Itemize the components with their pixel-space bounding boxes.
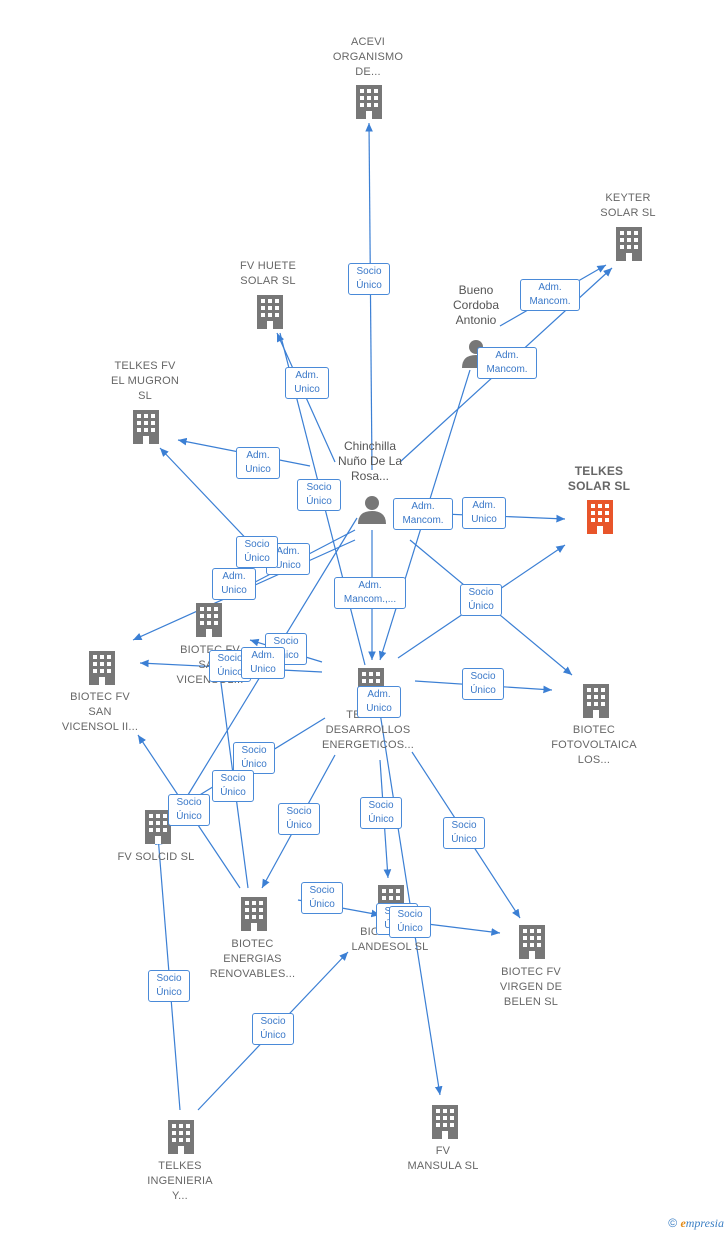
edge-label-adm-mancom[interactable]: Adm.Mancom. [520, 279, 580, 311]
building-icon [89, 651, 115, 685]
node-biotec-virgen[interactable]: BIOTEC FV VIRGEN DE BELEN SL [499, 966, 563, 1008]
node-acevi[interactable]: ACEVI ORGANISMO DE... [332, 36, 404, 78]
building-icon [616, 227, 642, 261]
edge-label-adm-mancom-trunc[interactable]: Adm.Mancom.,... [334, 577, 406, 609]
edge-label-adm-unico[interactable]: Adm.Unico [212, 568, 256, 600]
building-icon [583, 684, 609, 718]
edge-label-adm-unico[interactable]: Adm.Unico [357, 686, 401, 718]
building-icon-focus [587, 500, 613, 534]
building-icon [196, 603, 222, 637]
edge-desarrollos-mansula [377, 699, 443, 1096]
node-biotec-fotovoltaica[interactable]: BIOTEC FOTOVOLTAICA LOS... [551, 724, 637, 766]
building-icon [241, 897, 267, 931]
node-fv-huete[interactable]: FV HUETE SOLAR SL [240, 260, 296, 287]
edge-chinchilla-acevi [365, 122, 373, 471]
node-biotec-energias[interactable]: BIOTEC ENERGIAS RENOVABLES... [209, 938, 296, 980]
edge-label-adm-unico[interactable]: Adm.Unico [236, 447, 280, 479]
brand-logo: empresia [680, 1216, 724, 1230]
person-icon [358, 496, 386, 524]
edge-label-adm-unico[interactable]: Adm.Unico [285, 367, 329, 399]
node-telkes-mugron[interactable]: TELKES FV EL MUGRON SL [110, 360, 179, 402]
building-icon [356, 85, 382, 119]
node-fv-solcid[interactable]: FV SOLCID SL [117, 851, 195, 863]
node-telkes-ingenieria[interactable]: TELKES INGENIERIA Y... [147, 1160, 213, 1202]
edge-label-adm-unico[interactable]: Adm.Unico [462, 497, 506, 529]
node-biotec-san-vicensol-ii[interactable]: BIOTEC FV SAN VICENSOL II... [61, 691, 139, 733]
building-icon [432, 1105, 458, 1139]
edge-label-adm-mancom[interactable]: Adm.Mancom. [477, 347, 537, 379]
footer-brand[interactable]: © empresia [668, 1216, 724, 1231]
building-icon [168, 1120, 194, 1154]
edge-label-adm-unico[interactable]: Adm.Unico [241, 647, 285, 679]
building-icon [133, 410, 159, 444]
edge-label-adm-mancom[interactable]: Adm.Mancom. [393, 498, 453, 530]
node-fv-mansula[interactable]: FV MANSULA SL [407, 1145, 479, 1172]
node-chinchilla[interactable]: Chinchilla Nuño De La Rosa... [337, 439, 403, 483]
building-icon [519, 925, 545, 959]
copyright-icon: © [668, 1216, 678, 1230]
node-keyter[interactable]: KEYTER SOLAR SL [600, 192, 656, 219]
building-icon [257, 295, 283, 329]
node-bueno[interactable]: Bueno Cordoba Antonio [452, 283, 500, 327]
edge-desarrollos-mugron [159, 447, 256, 549]
node-telkes-solar[interactable]: TELKES SOLAR SL [567, 464, 631, 493]
